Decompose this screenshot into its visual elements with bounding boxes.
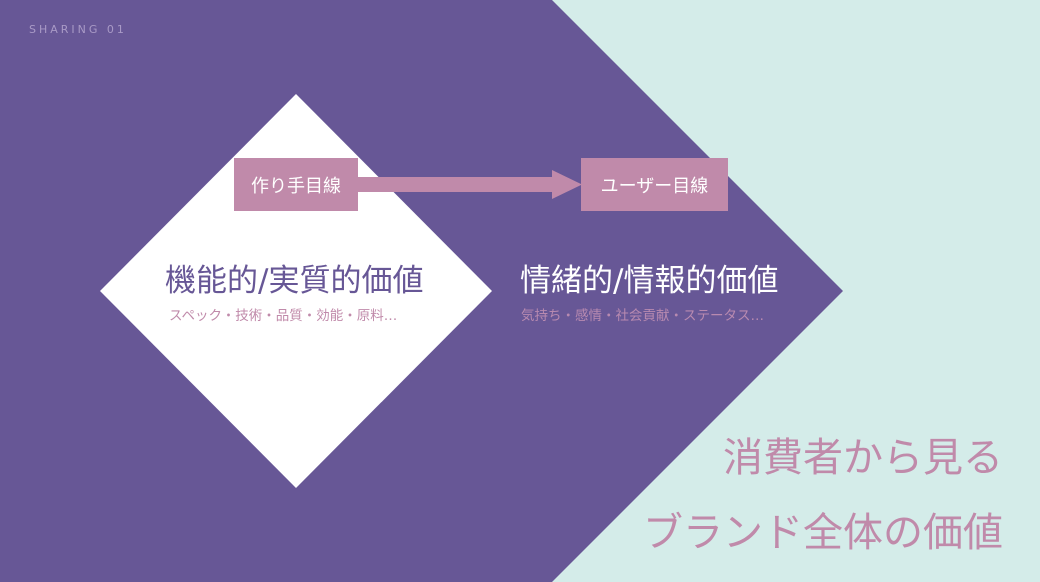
functional-value-diamond — [100, 94, 492, 488]
functional-value-title: 機能的/実質的価値 — [165, 263, 424, 299]
arrow-shaft — [355, 177, 553, 192]
functional-value-examples: スペック・技術・品質・効能・原料… — [169, 308, 398, 324]
summary-line-1: 消費者から見る — [723, 435, 1003, 481]
maker-perspective-box: 作り手目線 — [234, 158, 358, 211]
user-perspective-box: ユーザー目線 — [581, 158, 728, 211]
section-label: SHARING 01 — [29, 23, 127, 36]
maker-perspective-label: 作り手目線 — [251, 175, 341, 197]
emotional-value-title: 情緒的/情報的価値 — [520, 263, 779, 299]
summary-line-2: ブランド全体の価値 — [643, 510, 1003, 556]
arrow-head — [552, 170, 582, 199]
user-perspective-label: ユーザー目線 — [600, 175, 709, 197]
emotional-value-examples: 気持ち・感情・社会貢献・ステータス… — [521, 308, 764, 324]
